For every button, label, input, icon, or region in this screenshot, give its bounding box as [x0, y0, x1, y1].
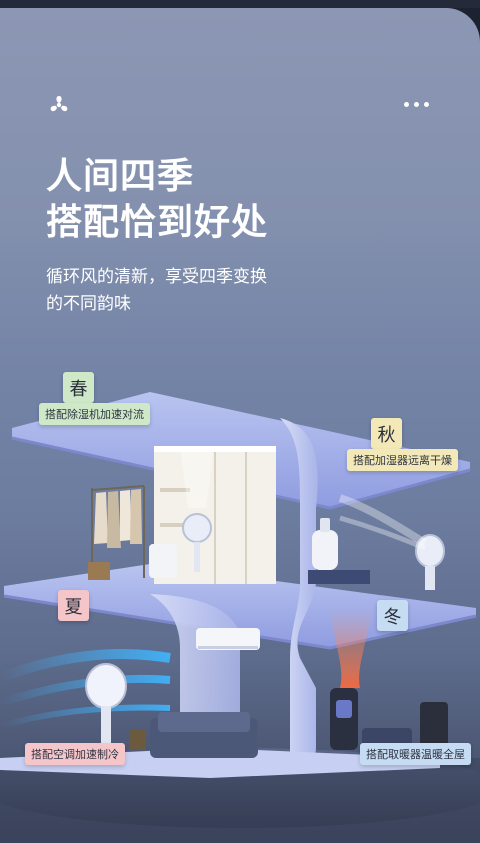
title-line-2: 搭配恰到好处 — [46, 202, 269, 243]
feature-card: 人间四季 搭配恰到好处 循环风的清新，享受四季变换 的不同韵味 — [0, 8, 480, 843]
subtitle-line-2: 的不同韵味 — [46, 294, 131, 314]
dot — [404, 101, 409, 107]
subtitle-line-1: 循环风的清新，享受四季变换 — [46, 267, 267, 287]
fan-icon[interactable] — [48, 94, 70, 116]
tag-autumn: 搭配加湿器远离干燥 — [347, 449, 458, 471]
top-bar — [0, 8, 480, 198]
tag-winter: 搭配取暖器温暖全屋 — [360, 743, 471, 765]
season-badge-summer: 夏 — [58, 590, 89, 621]
four-seasons-house-illustration — [0, 392, 480, 843]
season-badge-spring: 春 — [63, 372, 94, 403]
tag-summer: 搭配空调加速制冷 — [25, 743, 125, 765]
dot — [414, 101, 419, 107]
subtitle: 循环风的清新，享受四季变换 的不同韵味 — [46, 264, 346, 318]
dot — [424, 101, 429, 107]
season-badge-autumn: 秋 — [371, 418, 402, 449]
season-badge-winter: 冬 — [377, 600, 408, 631]
more-dots-icon[interactable] — [404, 98, 434, 110]
tag-spring: 搭配除湿机加速对流 — [39, 403, 150, 425]
title-line-1: 人间四季 — [46, 156, 195, 197]
page-title: 人间四季 搭配恰到好处 — [46, 154, 406, 246]
